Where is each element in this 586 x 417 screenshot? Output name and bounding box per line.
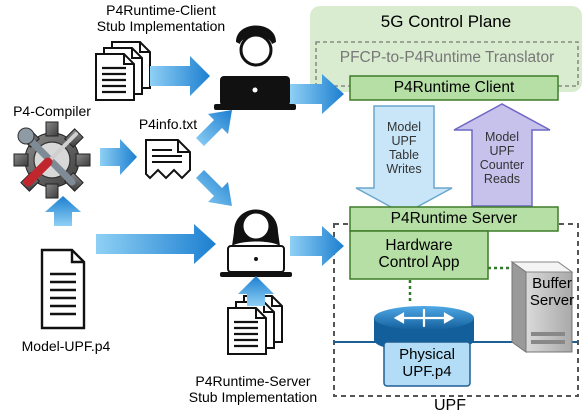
writes-line3: Table	[389, 148, 419, 162]
control-app-line2: Control App	[378, 254, 460, 272]
arrow-compiler-to-p4info	[100, 139, 137, 175]
physical-line2: UPF.p4	[402, 362, 452, 380]
server-stub-docs-icon	[227, 295, 283, 355]
upf-label: UPF	[434, 397, 466, 414]
compiler-label: P4-Compiler	[13, 103, 91, 119]
physical-upf-label: Physical UPF.p4	[384, 346, 470, 381]
server-box	[349, 206, 559, 232]
p4info-doc-icon	[145, 139, 191, 180]
arrow-p4info-to-server-dev	[196, 170, 232, 206]
arrow-client-stub-to-client-dev	[150, 56, 210, 96]
client-stub-label: P4Runtime-Client Stub Implementation	[76, 2, 246, 34]
model-file-label: Model-UPF.p4	[21, 338, 111, 354]
model-upf-doc-icon	[40, 248, 86, 330]
reads-line3: Counter	[479, 158, 525, 172]
physical-upf-box	[383, 341, 471, 387]
server-stub-line2: Stub Implementation	[188, 388, 318, 405]
reads-arrow-label: Model UPF Counter Reads	[472, 130, 532, 186]
buffer-server-label: Buffer Server	[524, 275, 580, 310]
arrow-model-to-server-dev	[96, 224, 216, 264]
client-developer-icon	[214, 25, 296, 110]
translator-label: PFCP-to-P4Runtime Translator	[339, 49, 555, 66]
client-label: P4Runtime Client	[393, 79, 515, 96]
control-app-box	[349, 230, 489, 280]
p4info-label: P4info.txt	[138, 116, 198, 132]
server-stub-label: P4Runtime-Server Stub Implementation	[168, 373, 338, 405]
control-app-label: Hardware Control App	[350, 237, 488, 272]
counter-reads-arrow	[453, 103, 551, 207]
client-stub-docs-icon	[95, 41, 151, 101]
physical-line1: Physical	[399, 346, 455, 363]
client-box	[349, 75, 559, 101]
server-stub-line1: P4Runtime-Server	[195, 373, 311, 389]
buffer-server-icon	[510, 261, 574, 353]
compiler-gear-icon	[13, 121, 91, 199]
reads-line1: Model	[484, 130, 520, 144]
arrow-server-dev-to-upf	[290, 226, 344, 266]
server-label: P4Runtime Server	[390, 210, 518, 227]
arrow-model-to-compiler	[45, 196, 81, 226]
client-stub-line2: Stub Implementation	[96, 17, 226, 34]
arrow-client-dev-to-client	[290, 74, 344, 114]
writes-line4: Writes	[386, 162, 422, 176]
control-app-line1: Hardware	[385, 237, 453, 254]
control-plane-region	[310, 6, 582, 92]
arrow-server-stub-to-server-dev	[238, 276, 274, 306]
control-plane-title: 5G Control Plane	[380, 12, 512, 31]
arrow-p4info-to-client-dev	[196, 110, 232, 146]
buffer-line1: Buffer	[532, 275, 572, 292]
reads-line2: UPF	[489, 144, 515, 158]
buffer-line2: Server	[529, 291, 575, 309]
writes-line1: Model	[386, 120, 422, 134]
client-stub-line1: P4Runtime-Client	[106, 2, 216, 18]
table-writes-arrow	[355, 105, 453, 215]
reads-line4: Reads	[483, 172, 521, 186]
server-developer-icon	[220, 209, 292, 277]
writes-line2: UPF	[391, 134, 417, 148]
writes-arrow-label: Model UPF Table Writes	[374, 120, 434, 176]
